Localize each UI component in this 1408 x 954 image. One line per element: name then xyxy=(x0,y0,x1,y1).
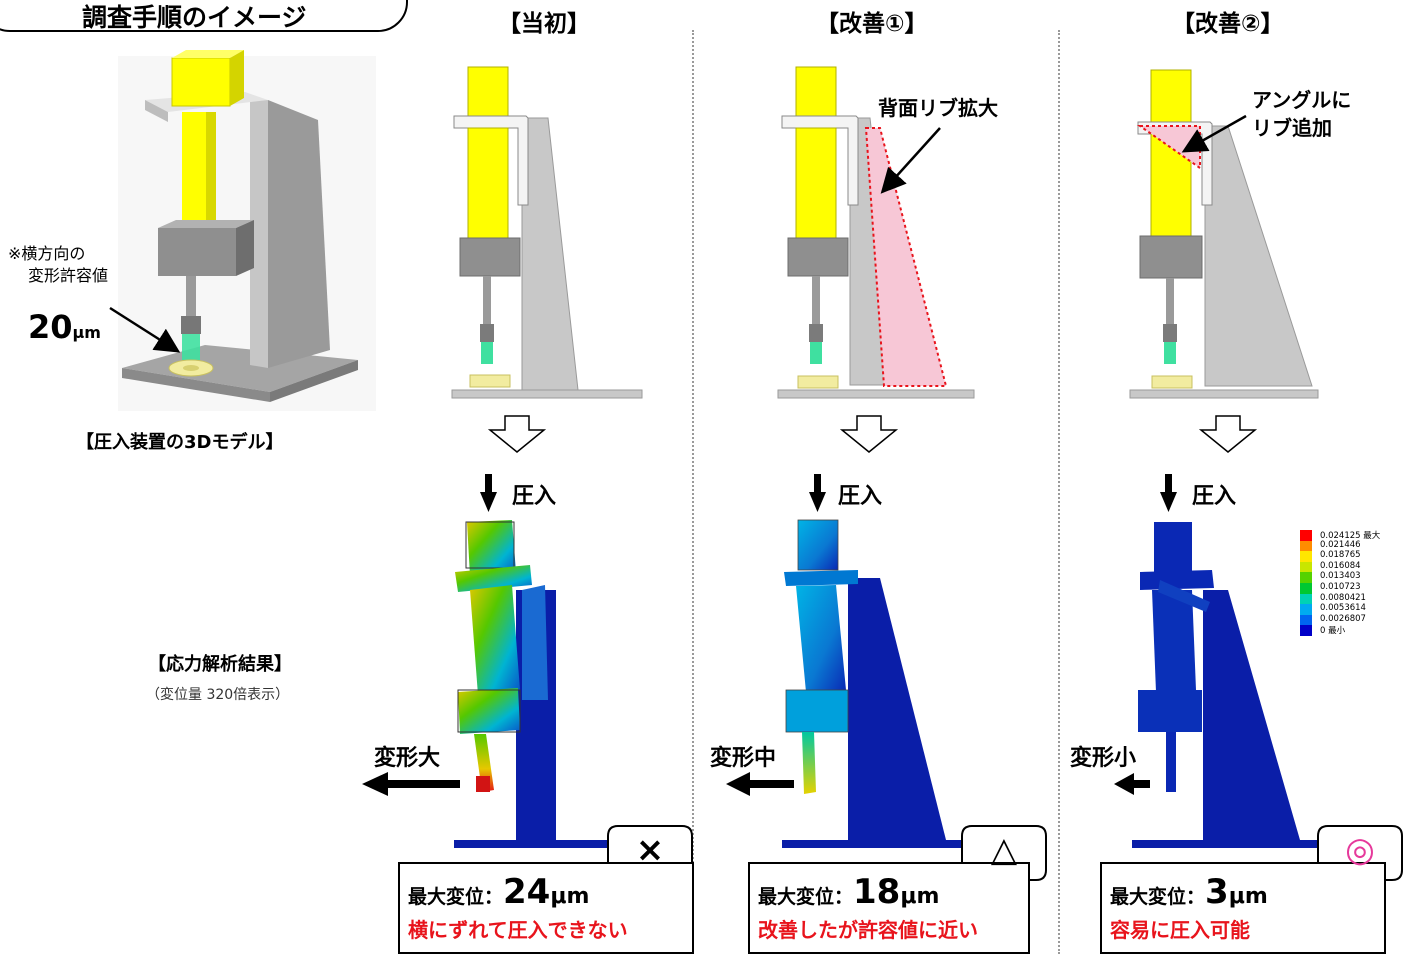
heading-improvement-1: 【改善①】 xyxy=(816,11,928,37)
divider-2 xyxy=(1058,30,1060,954)
hollow-arrow-2 xyxy=(839,415,899,453)
result-prefix: 最大変位： xyxy=(1110,886,1206,908)
allowance-value: 20μm xyxy=(28,308,101,346)
legend-row: 0.013403 xyxy=(1300,571,1408,583)
analysis-caption: 【応力解析結果】 xyxy=(148,654,292,675)
legend-label: 0.010723 xyxy=(1320,581,1361,592)
deform-label-small: 変形小 xyxy=(1070,746,1137,771)
legend-row: 0.0080421 xyxy=(1300,592,1408,605)
model-caption: 【圧入装置の3Dモデル】 xyxy=(76,432,284,453)
result-line-1: 最大変位：18μm xyxy=(758,872,939,912)
legend-swatch xyxy=(1300,551,1312,562)
result-line-1: 最大変位：3μm xyxy=(1110,872,1268,912)
result-prefix: 最大変位： xyxy=(758,886,854,908)
legend-swatch xyxy=(1300,572,1312,583)
deform-label-large: 変形大 xyxy=(374,746,441,771)
result-prefix: 最大変位： xyxy=(408,886,504,908)
legend-row: 0.0053614 xyxy=(1300,603,1408,615)
fea-result-initial xyxy=(454,520,618,848)
fea-result-improvement-2 xyxy=(1132,522,1318,848)
analysis-subcaption: （変位量 320倍表示） xyxy=(146,687,290,703)
result-line-1: 最大変位：24μm xyxy=(408,872,589,912)
result-verdict: 横にずれて圧入できない xyxy=(408,918,628,942)
deform-arrow-small xyxy=(1114,773,1150,795)
result-unit: μm xyxy=(550,884,590,909)
legend-swatch xyxy=(1300,614,1312,626)
allowance-note-line1: ※横方向の xyxy=(8,244,86,263)
legend-row: 0.0026807 xyxy=(1300,613,1408,626)
design-improvement-2 xyxy=(1129,69,1319,399)
legend-label: 0.021446 xyxy=(1320,539,1361,550)
legend-label: 0.0053614 xyxy=(1320,603,1366,614)
legend-label: 0.0080421 xyxy=(1320,592,1366,603)
press-arrow-1 xyxy=(480,474,497,512)
legend-swatch xyxy=(1300,561,1312,573)
legend-label: 0.0026807 xyxy=(1320,613,1366,624)
legend-row: 0.021446 xyxy=(1300,539,1408,552)
legend-row: 0.024125 最大 xyxy=(1300,530,1408,541)
legend-swatch xyxy=(1300,625,1312,636)
result-value: 18 xyxy=(853,872,901,912)
press-label-3: 圧入 xyxy=(1192,484,1237,509)
allowance-unit: μm xyxy=(72,323,101,342)
deform-arrow-large xyxy=(362,772,460,796)
legend-swatch xyxy=(1300,593,1312,605)
allowance-number: 20 xyxy=(28,308,73,346)
result-box-improvement-2: 最大変位：3μm 容易に圧入可能 xyxy=(1100,862,1386,954)
design-improvement-1 xyxy=(777,66,975,399)
divider-1 xyxy=(692,30,694,954)
legend-row: 0.016084 xyxy=(1300,560,1408,573)
press-arrow-3 xyxy=(1160,474,1177,512)
result-box-initial: 最大変位：24μm 横にずれて圧入できない xyxy=(398,862,694,954)
result-verdict: 改善したが許容値に近い xyxy=(758,918,978,942)
annotation-angle-rib-line1: アングルに xyxy=(1252,88,1352,112)
legend-label: 0.024125 最大 xyxy=(1320,531,1381,541)
annotation-angle-rib-line2: リブ追加 xyxy=(1252,116,1332,140)
result-unit: μm xyxy=(1228,884,1268,909)
result-verdict: 容易に圧入可能 xyxy=(1110,918,1250,942)
press-label-1: 圧入 xyxy=(512,484,557,509)
legend-label: 0.013403 xyxy=(1320,571,1361,582)
design-initial xyxy=(451,66,643,399)
press-3d-model xyxy=(109,50,376,411)
legend-label: 0 最小 xyxy=(1320,626,1346,637)
title-pill: 調査手順のイメージ xyxy=(0,0,408,32)
legend-swatch xyxy=(1300,604,1312,615)
press-label-2: 圧入 xyxy=(838,484,883,509)
legend-row: 0.010723 xyxy=(1300,581,1408,594)
page-title: 調査手順のイメージ xyxy=(82,3,307,32)
legend-label: 0.018765 xyxy=(1320,550,1361,561)
result-unit: μm xyxy=(900,884,940,909)
result-box-improvement-1: 最大変位：18μm 改善したが許容値に近い xyxy=(748,862,1030,954)
heading-improvement-2: 【改善②】 xyxy=(1172,11,1284,37)
result-value: 24 xyxy=(503,872,551,912)
result-value: 3 xyxy=(1205,872,1229,912)
deform-label-medium: 変形中 xyxy=(710,746,777,771)
deform-arrow-medium xyxy=(726,772,794,796)
legend-swatch xyxy=(1300,530,1312,541)
mark-cross: × xyxy=(635,830,665,870)
legend-label: 0.016084 xyxy=(1320,560,1361,571)
legend-swatch xyxy=(1300,540,1312,552)
annotation-back-rib: 背面リブ拡大 xyxy=(878,96,998,120)
fea-result-improvement-1 xyxy=(782,519,962,848)
mark-double-circle: ◎ xyxy=(1345,830,1375,870)
legend-row: 0.018765 xyxy=(1300,550,1408,562)
hollow-arrow-1 xyxy=(487,415,547,453)
mark-triangle: △ xyxy=(990,830,1018,870)
heading-initial: 【当初】 xyxy=(498,11,590,37)
press-arrow-2 xyxy=(809,474,826,512)
hollow-arrow-3 xyxy=(1198,415,1258,453)
allowance-note-line2: 変形許容値 xyxy=(28,266,109,285)
legend-row: 0 最小 xyxy=(1300,625,1408,636)
legend-swatch xyxy=(1300,582,1312,594)
